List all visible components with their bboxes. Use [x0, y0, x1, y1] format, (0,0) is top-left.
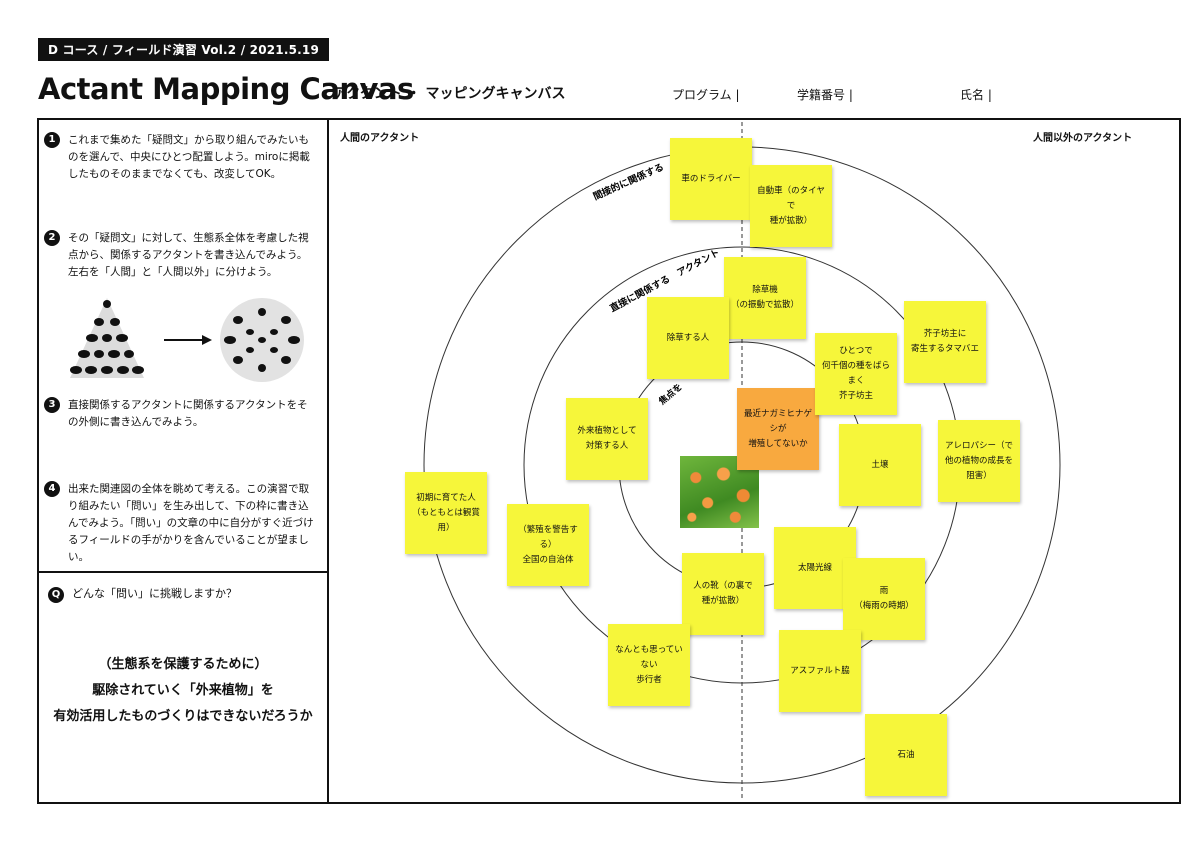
human-area-label: 人間のアクタント [340, 129, 419, 144]
sticky-note-alien-plant-handler[interactable]: 外来植物として 対策する人 [566, 398, 648, 480]
sticky-note-oil[interactable]: 石油 [865, 714, 947, 796]
sticky-note-rain[interactable]: 雨 （梅雨の時期） [843, 558, 925, 640]
center-question-note[interactable]: 最近ナガミヒナゲシが 増殖してないか [737, 388, 819, 470]
sticky-note-asphalt[interactable]: アスファルト脇 [779, 630, 861, 712]
sticky-note-poppyhead[interactable]: ひとつで 何千個の種をばらまく 芥子坊主 [815, 333, 897, 415]
sticky-note-car[interactable]: 自動車（のタイヤで 種が拡散） [750, 165, 832, 247]
sticky-note-first-grower[interactable]: 初期に育てた人 （もともとは観賞用） [405, 472, 487, 554]
sticky-note-mite[interactable]: 芥子坊主に 寄生するタマバエ [904, 301, 986, 383]
sticky-note-shoes[interactable]: 人の靴（の裏で 種が拡散） [682, 553, 764, 635]
sticky-note-allelopathy[interactable]: アレロパシー（で 他の植物の成長を阻害） [938, 420, 1020, 502]
sticky-note-government[interactable]: （繁殖を警告する） 全国の自治体 [507, 504, 589, 586]
sticky-note-soil[interactable]: 土壌 [839, 424, 921, 506]
sticky-note-weeder[interactable]: 除草する人 [647, 297, 729, 379]
sticky-note-mower[interactable]: 除草機 （の振動で拡散） [724, 257, 806, 339]
sticky-note-driver[interactable]: 車のドライバー [670, 138, 752, 220]
sticky-note-walker[interactable]: なんとも思っていない 歩行者 [608, 624, 690, 706]
nonhuman-area-label: 人間以外のアクタント [1033, 129, 1132, 144]
